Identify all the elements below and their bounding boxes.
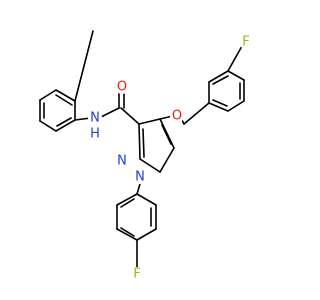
n-carbonyl-bond [98, 107, 120, 119]
fluorobenzyl-ring [208, 70, 245, 112]
atom-fluorine-bottom: F [130, 267, 144, 282]
fluorine-label: F [242, 35, 249, 50]
atom-pyrazole-n2: N [115, 154, 129, 169]
methyl-bond [74, 30, 94, 102]
fluorine-label: F [133, 267, 140, 282]
atom-carbonyl-oxygen: O [115, 80, 129, 95]
fluorophenyl-ring [116, 193, 157, 241]
hydrogen-label: H [90, 127, 100, 142]
oxygen-label: O [117, 80, 127, 95]
pyrazole-ring [138, 118, 175, 173]
oxygen-label: O [172, 109, 182, 124]
chemical-structure-diagram: F O O N H N N F [39, 30, 253, 282]
n1-aryl-bond [136, 183, 141, 195]
tolyl-ring [39, 89, 76, 132]
c-f-bond-top [227, 45, 243, 72]
carbonyl-double-bond [118, 92, 125, 109]
atom-amide-hydrogen: H [88, 127, 102, 142]
atom-amide-nitrogen: N [88, 111, 102, 126]
nitrogen-label: N [117, 154, 127, 169]
nitrogen-label: N [135, 170, 145, 185]
ch2-aryl-bond [183, 102, 210, 125]
carbonyl-pyrazole-bond [120, 107, 140, 125]
atom-fluorine-top: F [239, 35, 253, 50]
atom-pyrazole-n1: N [133, 170, 147, 185]
atom-ether-oxygen: O [170, 109, 184, 124]
nitrogen-label: N [90, 111, 100, 126]
